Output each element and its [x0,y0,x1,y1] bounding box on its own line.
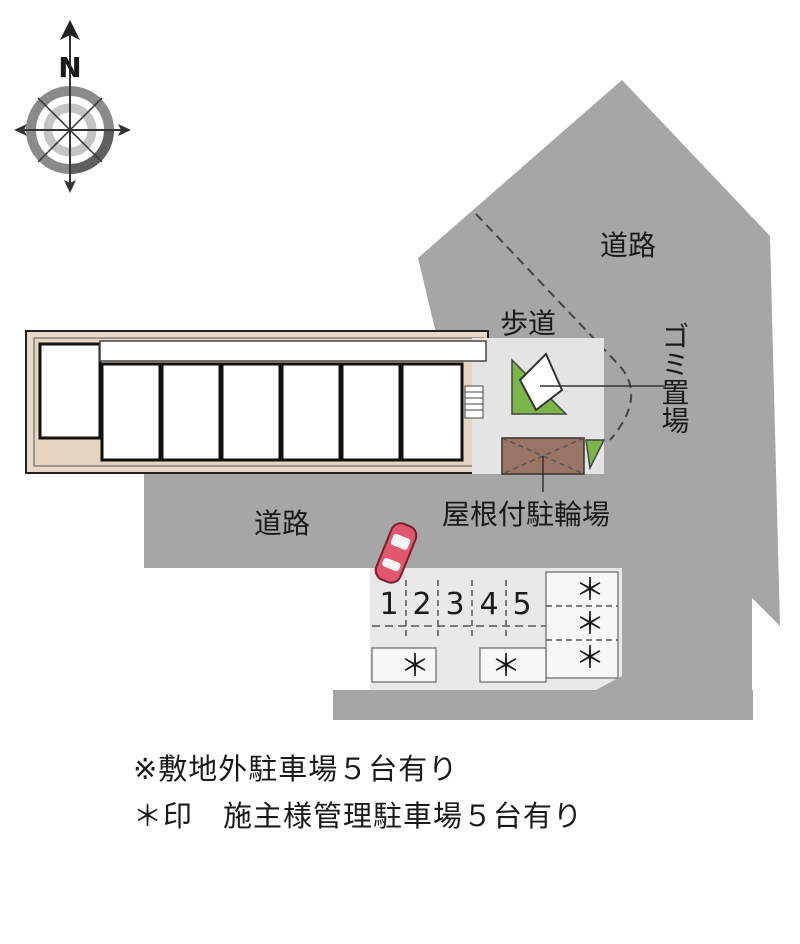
south-arrow-icon [64,180,76,193]
north-label: N [58,51,81,84]
road-front [144,474,754,568]
garbage-hedge-right [585,439,606,471]
east-arrow-icon [118,124,131,136]
parking-space-number: 5 [512,587,531,622]
bicycle-shelter [501,437,585,492]
apartment-unit [340,362,402,462]
apartment-unit [220,362,282,462]
owner-space-mark: ＊ [575,641,605,676]
garbage-box [518,352,564,412]
compass: N [14,20,131,193]
owner-space-mark: ＊ [575,607,605,642]
sidewalk-edge-line [475,213,633,441]
owner-space-mark: ＊ [575,573,605,608]
parking-space-number: 4 [479,587,498,622]
apartment-unit [280,362,342,462]
offsite-parking-note: ※敷地外駐車場５台有り [133,752,459,786]
garbage-area [511,352,666,471]
corridor [99,340,487,362]
road-label-northeast: 道路 [600,229,656,262]
parking-lot: 1 2 3 4 5 ＊ ＊ ＊ ＊ ＊ [370,568,622,690]
road-label-front: 道路 [254,507,310,540]
parking-space-number: 1 [379,587,398,622]
sidewalk-label: 歩道 [500,307,556,340]
road-south [333,690,753,720]
north-arrow-icon [60,20,80,40]
west-arrow-icon [14,124,27,136]
car-icon [374,522,418,584]
building-site [25,330,604,474]
apartment-unit [400,362,464,462]
parking-space-number: 2 [412,587,431,622]
owner-space-mark: ＊ [491,649,521,684]
owner-parking-note: ＊印 施主様管理駐車場５台有り [133,799,584,833]
owner-space-mark: ＊ [400,649,430,684]
apartment-unit [160,362,222,462]
bicycle-parking-label: 屋根付駐輪場 [442,498,610,531]
apartment-unit [100,362,162,462]
apartment-unit [38,342,102,440]
compass-axis-diag2 [37,97,103,163]
stair-icon [464,385,484,419]
parking-space-number: 3 [445,587,464,622]
garbage-area-label: ゴミ置場 [658,322,691,434]
